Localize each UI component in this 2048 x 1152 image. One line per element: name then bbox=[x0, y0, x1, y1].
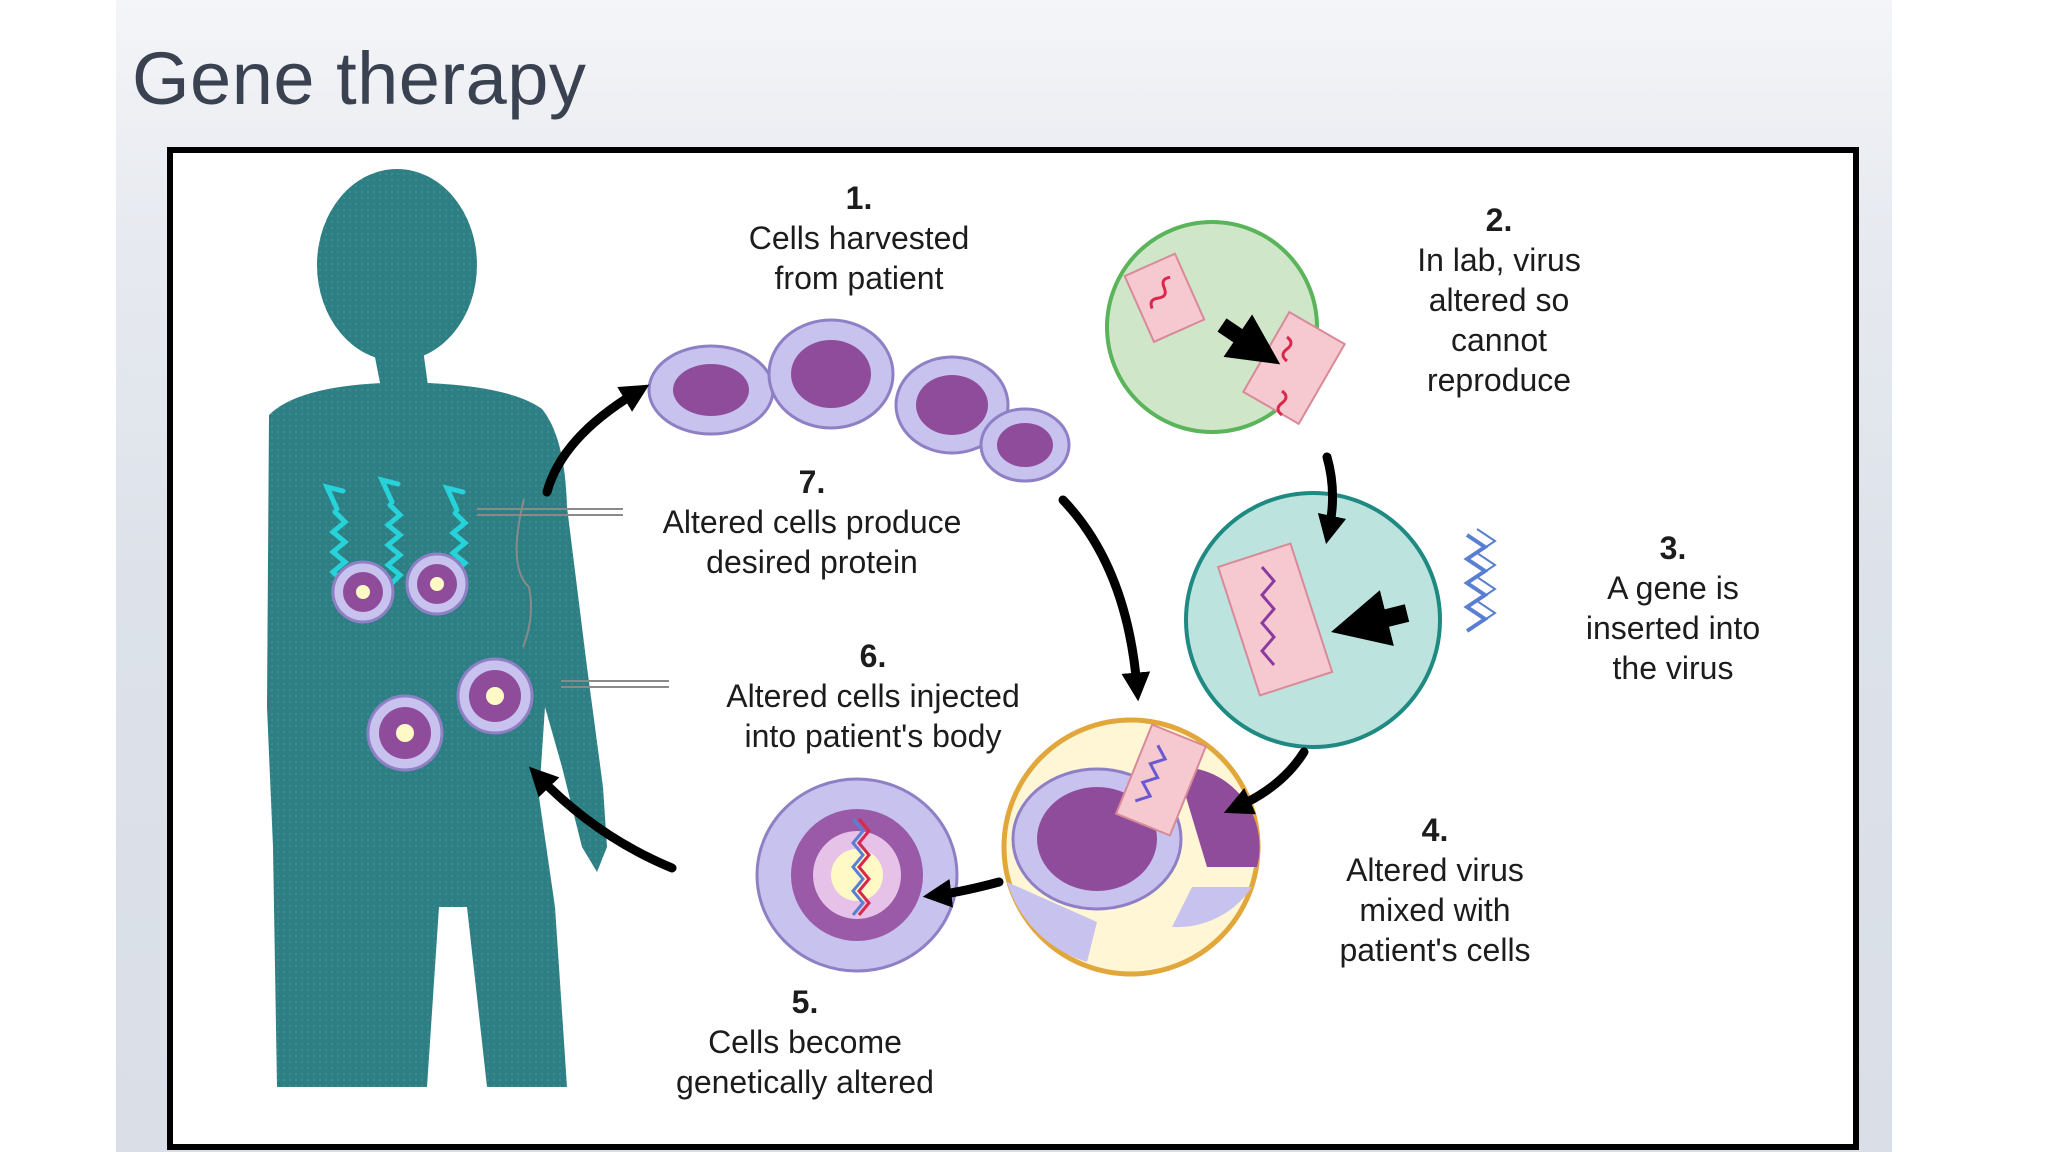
step-2-label: 2. In lab, virus altered so cannot repro… bbox=[1354, 200, 1644, 400]
body-cell bbox=[366, 694, 444, 772]
step-5-number: 5. bbox=[791, 984, 819, 1020]
step-3-line-2: inserted into bbox=[1585, 610, 1761, 646]
step-4-line-1: Altered virus bbox=[1346, 852, 1524, 888]
step-5-line-1: Cells become bbox=[708, 1024, 902, 1060]
step-1-label: 1. Cells harvested from patient bbox=[684, 178, 1034, 298]
step-3-label: 3. A gene is inserted into the virus bbox=[1528, 528, 1818, 688]
step-7-line-2: desired protein bbox=[706, 544, 918, 580]
step-1-line-1: Cells harvested bbox=[748, 220, 970, 256]
harvested-cells bbox=[647, 318, 1071, 483]
step-4-line-2: mixed with bbox=[1359, 892, 1511, 928]
step-5-line-2: genetically altered bbox=[676, 1064, 934, 1100]
step-6-line-2: into patient's body bbox=[744, 718, 1002, 754]
step-6-label: 6. Altered cells injected into patient's… bbox=[678, 636, 1068, 756]
step-1-line-2: from patient bbox=[774, 260, 944, 296]
patient-silhouette bbox=[267, 169, 607, 1087]
step-7-line-1: Altered cells produce bbox=[662, 504, 962, 540]
body-cells bbox=[331, 552, 534, 772]
step-1-number: 1. bbox=[845, 180, 873, 216]
step-6-line-1: Altered cells injected bbox=[726, 678, 1020, 714]
lab-dish-virus bbox=[1105, 220, 1347, 434]
body-cell bbox=[405, 552, 469, 616]
step-5-label: 5. Cells become genetically altered bbox=[630, 982, 980, 1102]
step-6-number: 6. bbox=[859, 638, 887, 674]
altered-cell bbox=[755, 777, 959, 973]
step-3-number: 3. bbox=[1659, 530, 1687, 566]
step-2-number: 2. bbox=[1485, 202, 1513, 238]
step-7-label: 7. Altered cells produce desired protein bbox=[622, 462, 1002, 582]
step-2-line-4: reproduce bbox=[1426, 362, 1572, 398]
step-4-label: 4. Altered virus mixed with patient's ce… bbox=[1290, 810, 1580, 970]
body-cell bbox=[331, 560, 395, 624]
step-4-line-3: patient's cells bbox=[1339, 932, 1531, 968]
gene-therapy-diagram bbox=[267, 169, 1497, 1087]
cycle-arrows bbox=[528, 384, 1347, 908]
step-2-line-2: altered so bbox=[1428, 282, 1570, 318]
lab-dish-gene bbox=[1184, 491, 1497, 749]
step-2-line-3: cannot bbox=[1450, 322, 1548, 358]
step-7-number: 7. bbox=[798, 464, 826, 500]
step-3-line-3: the virus bbox=[1612, 650, 1734, 686]
step-2-line-1: In lab, virus bbox=[1417, 242, 1581, 278]
step-3-line-1: A gene is bbox=[1607, 570, 1739, 606]
leader-lines bbox=[477, 498, 669, 688]
step-4-number: 4. bbox=[1421, 812, 1449, 848]
slide-title: Gene therapy bbox=[132, 37, 587, 120]
virus-mixed-cells bbox=[1001, 717, 1261, 977]
body-cell bbox=[456, 657, 534, 735]
